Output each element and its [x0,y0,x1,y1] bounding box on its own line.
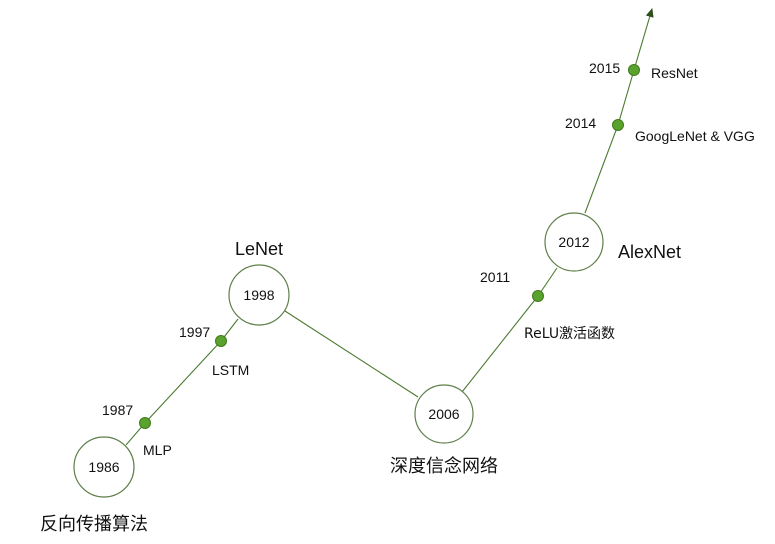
circle-2012 [544,212,604,272]
year-2014: 2014 [565,115,596,131]
year-2012: 2012 [558,234,589,250]
label-alexnet: AlexNet [618,242,681,262]
edge-2006-2011 [461,295,539,393]
label-lenet: LeNet [235,239,283,259]
year-1998: 1998 [243,287,274,303]
edge-1987-1997 [144,340,222,424]
edge-1998-2006 [284,310,419,398]
label-dbn: 深度信念网络 [390,455,498,477]
circle-2006 [414,384,474,444]
label-resnet: ResNet [651,65,698,81]
year-1986: 1986 [88,459,119,475]
dot-1997 [215,335,227,347]
dot-2014 [612,119,624,131]
edge-2014-2015 [617,69,635,126]
year-2015: 2015 [589,60,620,76]
label-backprop: 反向传播算法 [40,514,148,535]
edge-2012-2014 [584,124,619,214]
dot-2015 [628,64,640,76]
year-1987: 1987 [102,402,133,418]
dot-2011 [532,290,544,302]
label-googlenet-vgg: GoogLeNet & VGG [635,128,755,144]
year-2011: 2011 [480,269,510,285]
dot-1987 [139,417,151,429]
label-mlp: MLP [143,442,172,458]
year-2006: 2006 [428,406,459,422]
year-1997: 1997 [179,324,210,340]
circle-1998 [228,264,290,326]
label-relu: ReLU激活函数 [524,325,615,342]
circle-1986 [73,436,135,498]
label-lstm: LSTM [212,362,249,378]
arrow-up [633,8,654,71]
